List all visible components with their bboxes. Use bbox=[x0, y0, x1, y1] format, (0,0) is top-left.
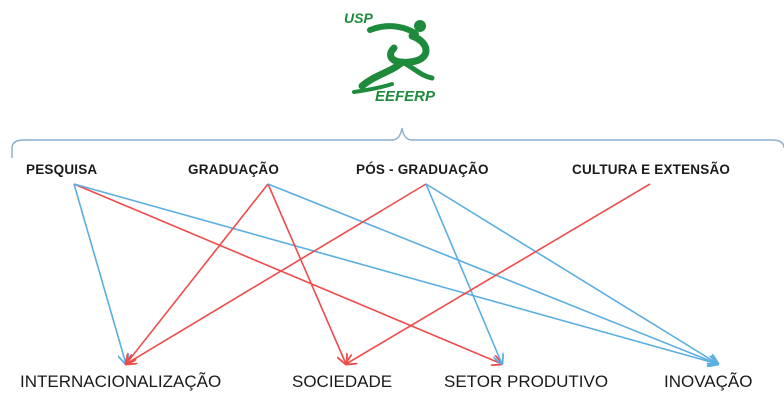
arrow-graduacao-to-internacionalizacao bbox=[126, 183, 269, 364]
target-setor-produtivo: SETOR PRODUTIVO bbox=[444, 372, 609, 391]
arrow-cultura_extensao-to-sociedade bbox=[346, 183, 651, 364]
target-inovacao: INOVAÇÃO bbox=[664, 372, 753, 391]
target-sociedade: SOCIEDADE bbox=[292, 372, 393, 391]
source-pos-graduacao: PÓS - GRADUAÇÃO bbox=[356, 162, 489, 177]
arrow-pesquisa-to-setor_produtivo bbox=[73, 183, 502, 364]
arrow-pos_graduacao-to-setor_produtivo bbox=[425, 183, 502, 364]
arrow-pos_graduacao-to-internacionalizacao bbox=[126, 183, 427, 364]
arrow-pos_graduacao-to-inovacao bbox=[425, 183, 718, 364]
runner-figure-icon bbox=[352, 20, 435, 94]
source-cultura-extensao: CULTURA E EXTENSÃO bbox=[572, 162, 731, 177]
source-graduacao: GRADUAÇÃO bbox=[188, 162, 280, 177]
arrow-pesquisa-to-inovacao bbox=[73, 183, 718, 364]
arrow-pesquisa-to-internacionalizacao bbox=[73, 183, 126, 364]
target-internacionalizacao: INTERNACIONALIZAÇÃO bbox=[20, 372, 222, 391]
logo-eeferp-text: EEFERP bbox=[375, 88, 436, 105]
grouping-brace bbox=[11, 127, 784, 158]
arrow-graduacao-to-sociedade bbox=[267, 183, 346, 364]
source-pesquisa: PESQUISA bbox=[26, 162, 98, 177]
arrow-graduacao-to-inovacao bbox=[267, 183, 718, 364]
logo-usp-text: USP bbox=[344, 10, 373, 26]
